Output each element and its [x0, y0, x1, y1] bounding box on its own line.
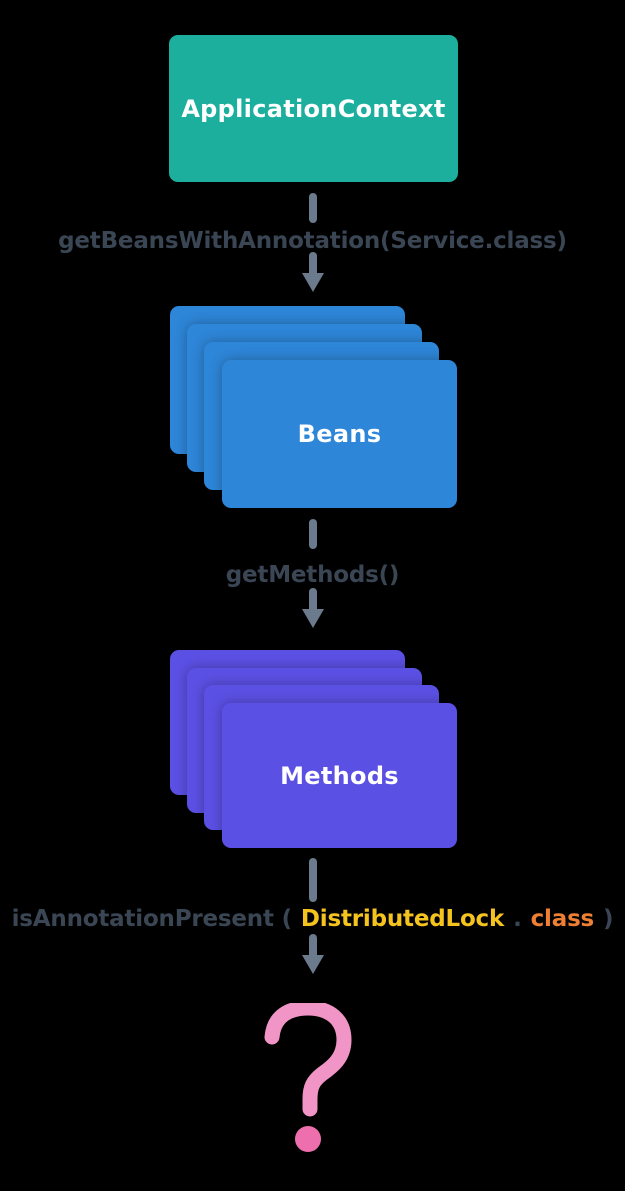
edge2-line-top	[309, 519, 317, 549]
edge3-arrow-down-icon	[302, 934, 324, 974]
edge2-label: getMethods()	[225, 562, 400, 588]
edge3-class-token: class	[530, 906, 595, 932]
beans-front-card	[222, 360, 457, 508]
edge3-label: isAnnotationPresent ( DistributedLock . …	[0, 904, 625, 934]
methods-front-card	[222, 703, 457, 848]
application-context-label: ApplicationContext	[181, 94, 446, 123]
application-context-node: ApplicationContext	[169, 35, 458, 182]
edge1-arrow-down-icon	[302, 252, 324, 292]
edge3-dot: .	[513, 906, 522, 932]
edge3-close-paren: )	[603, 906, 614, 932]
edge3-prefix: isAnnotationPresent (	[11, 906, 292, 932]
methods-label: Methods	[280, 761, 399, 790]
beans-label: Beans	[297, 420, 382, 448]
edge3-line-top	[309, 858, 317, 902]
question-mark-icon	[264, 1003, 352, 1152]
edge1-line-top	[309, 193, 317, 223]
edge1-label: getBeansWithAnnotation(Service.class)	[58, 228, 567, 254]
edge2-arrow-down-icon	[302, 588, 324, 628]
edge3-annotation-token: DistributedLock	[300, 906, 505, 932]
